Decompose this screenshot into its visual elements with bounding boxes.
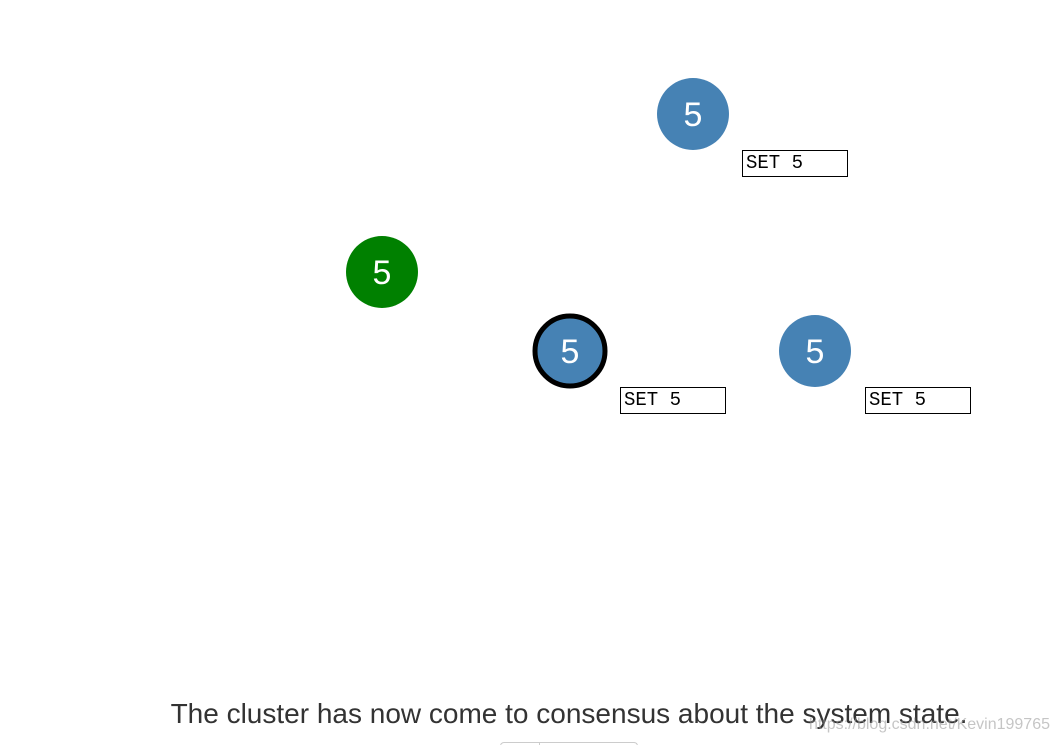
log-entry-leader: SET 5 — [620, 387, 726, 414]
node-leader-value: 5 — [561, 333, 580, 371]
node-client-circle — [346, 236, 418, 308]
controls-divider — [539, 743, 540, 745]
node-right-circle — [779, 315, 851, 387]
playback-controls[interactable] — [500, 742, 638, 745]
node-top-circle — [657, 78, 729, 150]
node-top[interactable]: 5 — [657, 78, 729, 150]
node-right-value: 5 — [806, 333, 825, 371]
node-client-value: 5 — [373, 254, 392, 292]
log-entry-right: SET 5 — [865, 387, 971, 414]
node-leader-circle — [532, 313, 608, 389]
node-right[interactable]: 5 — [779, 315, 851, 387]
node-leader[interactable]: 5 — [532, 313, 608, 389]
watermark: https://blog.csdn.net/Kevin199765 — [808, 716, 1050, 733]
node-client[interactable]: 5 — [346, 236, 418, 308]
node-top-value: 5 — [684, 96, 703, 134]
narration-caption: The cluster has now come to consensus ab… — [170, 698, 968, 729]
log-entry-top: SET 5 — [742, 150, 848, 177]
